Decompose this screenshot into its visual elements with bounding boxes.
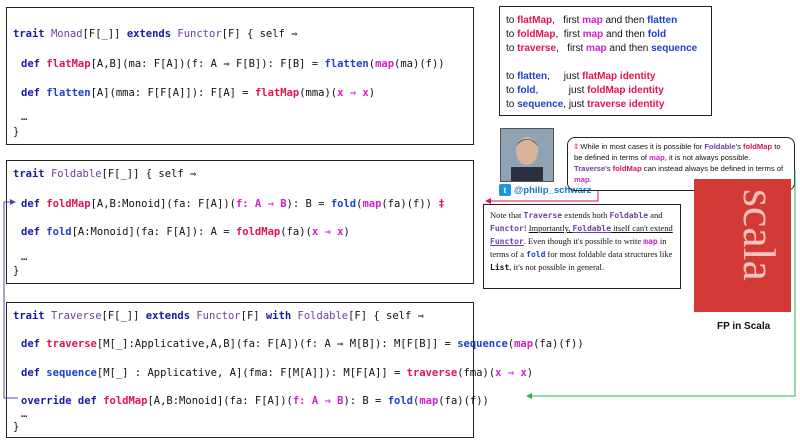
foldable-line-1: trait Foldable[F[_]] { self ⇒: [13, 168, 197, 180]
book-caption: FP in Scala: [717, 321, 771, 332]
author-avatar: [500, 128, 554, 182]
fp-in-scala-book-cover: scala: [694, 179, 791, 312]
traverse-trait-box: trait Traverse[F[_]] extends Functor[F] …: [6, 302, 584, 438]
foldable-line-3: def fold[A:Monoid](fa: F[A]): A = foldMa…: [21, 226, 350, 238]
monad-line-3: def flatten[A](mma: F[F[A]]): F[A] = fla…: [21, 87, 376, 99]
monad-close-brace: }: [13, 126, 20, 138]
foldable-ellipsis: …: [21, 251, 28, 263]
portrait-icon: [501, 129, 553, 181]
legend-row-flatten: to flatten, just flatMap identity: [506, 71, 656, 82]
traverse-line-4: override def foldMap[A,B:Monoid](fa: F[A…: [21, 395, 489, 407]
monad-line-2: def flatMap[A,B](ma: F[A])(f: A ⇒ F[B]):…: [21, 58, 445, 70]
legend-box: to flatMap, first map and then flatten t…: [499, 6, 712, 116]
monad-ellipsis: …: [21, 111, 28, 123]
traverse-extends-note: Note that Traverse extends both Foldable…: [483, 204, 681, 289]
legend-row-fold: to fold, just foldMap identity: [506, 85, 664, 96]
double-dagger-mark: ‡: [438, 198, 445, 210]
foldable-close-brace: }: [13, 265, 20, 277]
traverse-ellipsis: …: [21, 408, 28, 420]
legend-row-flatmap: to flatMap, first map and then flatten: [506, 15, 678, 26]
legend-row-foldmap: to foldMap, first map and then fold: [506, 29, 667, 40]
traverse-close-brace: }: [13, 421, 20, 433]
foldable-trait-box: trait Foldable[F[_]] { self ⇒ def foldMa…: [6, 160, 474, 284]
foldable-line-2: def foldMap[A,B:Monoid](fa: F[A])(f: A ⇒…: [21, 198, 445, 210]
monad-trait-box: trait Monad[F[_]] extends Functor[F] { s…: [6, 7, 474, 145]
traverse-line-2: def traverse[M[_]:Applicative,A,B](fa: F…: [21, 338, 584, 350]
book-spine-text: scala: [734, 189, 785, 281]
twitter-icon: t: [499, 184, 511, 196]
legend-row-sequence: to sequence, just traverse identity: [506, 99, 665, 110]
traverse-line-3: def sequence[M[_] : Applicative, A](fma:…: [21, 367, 534, 379]
traverse-line-1: trait Traverse[F[_]] extends Functor[F] …: [13, 310, 424, 322]
legend-row-traverse: to traverse, first map and then sequence: [506, 43, 698, 54]
monad-line-1: trait Monad[F[_]] extends Functor[F] { s…: [13, 28, 298, 40]
